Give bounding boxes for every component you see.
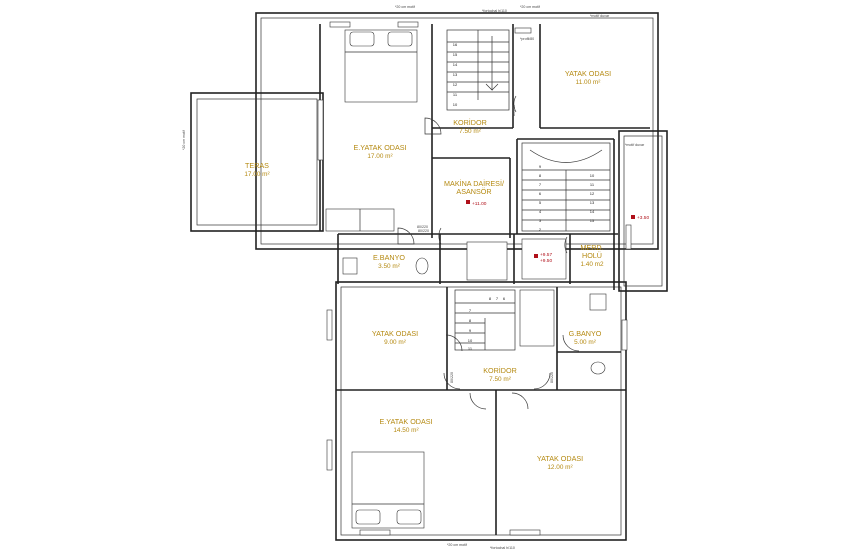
level-merd-a: +9.57	[540, 252, 552, 258]
level-marker-icon	[466, 200, 470, 204]
level-right: +3.50	[637, 215, 649, 221]
drawing-notes: *20 cm motif *20 cm motif *motif duvar *…	[182, 5, 645, 550]
stair-num: 8	[489, 296, 492, 301]
note-bottom-b: *fortochal h/110	[490, 546, 515, 550]
room-label-yatak-2: YATAK ODASI	[372, 329, 418, 338]
stair-num: 15	[590, 218, 595, 223]
room-label-e-yatak-2: E.YATAK ODASI	[379, 417, 432, 426]
stair-lower: 8 7 6 7 8 9 10 11	[454, 289, 555, 351]
room-area-g-banyo: 5.00 m²	[574, 339, 596, 346]
toilet-icon	[415, 257, 429, 275]
room-area-koridor-1: 7.50 m²	[459, 128, 481, 135]
room-label-koridor-2: KORİDOR	[483, 366, 517, 375]
bed-lower	[351, 451, 425, 529]
stair-middle: 9 8 7 6 5 4 3 2 10 11 12 13 14 15	[521, 142, 611, 232]
room-area-koridor-2: 7.50 m²	[489, 376, 511, 383]
bed-upper	[344, 29, 418, 103]
stair-num: 13	[590, 200, 595, 205]
stair-num: 7	[469, 308, 472, 313]
stair-num: 9	[469, 328, 472, 333]
stair-num: 16	[453, 42, 458, 47]
stair-num: 10	[590, 173, 595, 178]
note-top-d: *profil/80	[520, 37, 534, 41]
doors	[397, 95, 580, 410]
room-label-e-banyo: E.BANYO	[373, 253, 405, 262]
stair-upper: 16 15 14 13 12 11 10	[446, 29, 510, 111]
stair-num: 7	[496, 296, 499, 301]
room-labels: TERAS 17.00 m² E.YATAK ODASI 17.00 m² KO…	[244, 69, 611, 471]
stair-num: 8	[539, 173, 542, 178]
note-left: *20 cm motif	[182, 130, 186, 150]
note-top-e: *fortochal h/110	[482, 9, 507, 13]
stair-num: 13	[453, 72, 458, 77]
stair-num: 6	[539, 191, 542, 196]
sink-icon	[342, 257, 358, 275]
stair-num: 11	[468, 346, 473, 351]
door-note: 80/220	[450, 372, 454, 383]
stair-num: 7	[539, 182, 542, 187]
room-area-e-yatak-1: 17.00 m²	[367, 153, 392, 160]
stair-num: 15	[453, 52, 458, 57]
stair-num: 12	[590, 191, 595, 196]
door-note: 80/220	[418, 229, 429, 233]
windows	[317, 21, 632, 536]
door-note: 80/220	[512, 105, 516, 116]
stair-num: 11	[453, 92, 458, 97]
note-right: *motif duvar	[625, 143, 645, 147]
storage-box	[521, 238, 567, 280]
room-area-teras: 17.00 m²	[244, 171, 269, 178]
room-label-e-yatak-1: E.YATAK ODASI	[353, 143, 406, 152]
room-area-yatak-2: 9.00 m²	[384, 339, 406, 346]
elevator-shaft	[466, 241, 508, 281]
room-label-yatak-1: YATAK ODASI	[565, 69, 611, 78]
stair-num: 2	[539, 227, 542, 232]
stair-num: 12	[453, 82, 458, 87]
note-top-c: *motif duvar	[590, 14, 610, 18]
room-label-makina: MAKİNA DAİRESİ/	[444, 179, 504, 188]
room-label-koridor-1: KORİDOR	[453, 118, 487, 127]
room-area-merd-hol: 1.40 m2	[580, 261, 604, 268]
stair-num: 9	[539, 164, 542, 169]
stair-num: 5	[539, 200, 542, 205]
room-label-g-banyo: G.BANYO	[569, 329, 602, 338]
room-area-yatak-3: 12.00 m²	[547, 464, 572, 471]
stair-num: 14	[453, 62, 458, 67]
level-marker-icon	[631, 215, 635, 219]
note-top-b: *20 cm motif	[520, 5, 540, 9]
room-area-e-banyo: 3.50 m²	[378, 263, 400, 270]
level-makina: +11.00	[472, 201, 487, 207]
stair-num: 10	[468, 338, 473, 343]
stair-num: 6	[503, 296, 506, 301]
sink-icon	[589, 293, 607, 311]
room-label-merd-hol-2: HOLÜ	[582, 251, 602, 260]
stair-num: 4	[539, 209, 542, 214]
room-label-teras: TERAS	[245, 161, 269, 170]
door-note: 80/220	[417, 225, 428, 229]
room-area-yatak-1: 11.00 m²	[576, 79, 601, 86]
level-markers: +11.00 +9.57 +9.50 +3.50	[466, 200, 649, 264]
stair-num: 14	[590, 209, 595, 214]
toilet-icon	[590, 361, 606, 375]
stair-num: 8	[469, 318, 472, 323]
stair-num: 10	[453, 102, 458, 107]
interior-walls	[319, 24, 650, 535]
outer-walls	[190, 12, 668, 541]
level-marker-icon	[534, 254, 538, 258]
room-label-yatak-3: YATAK ODASI	[537, 454, 583, 463]
stair-num: 11	[590, 182, 595, 187]
room-area-e-yatak-2: 14.50 m²	[393, 427, 418, 434]
note-bottom-a: *20 cm motif	[447, 543, 467, 547]
note-top-a: *20 cm motif	[395, 5, 415, 9]
room-label-merd-hol: MERD.	[580, 243, 603, 252]
door-note: 80/220	[550, 372, 554, 383]
room-label-makina-2: ASANSÖR	[456, 187, 491, 196]
stair-num: 3	[539, 218, 542, 223]
level-merd-b: +9.50	[540, 258, 552, 264]
